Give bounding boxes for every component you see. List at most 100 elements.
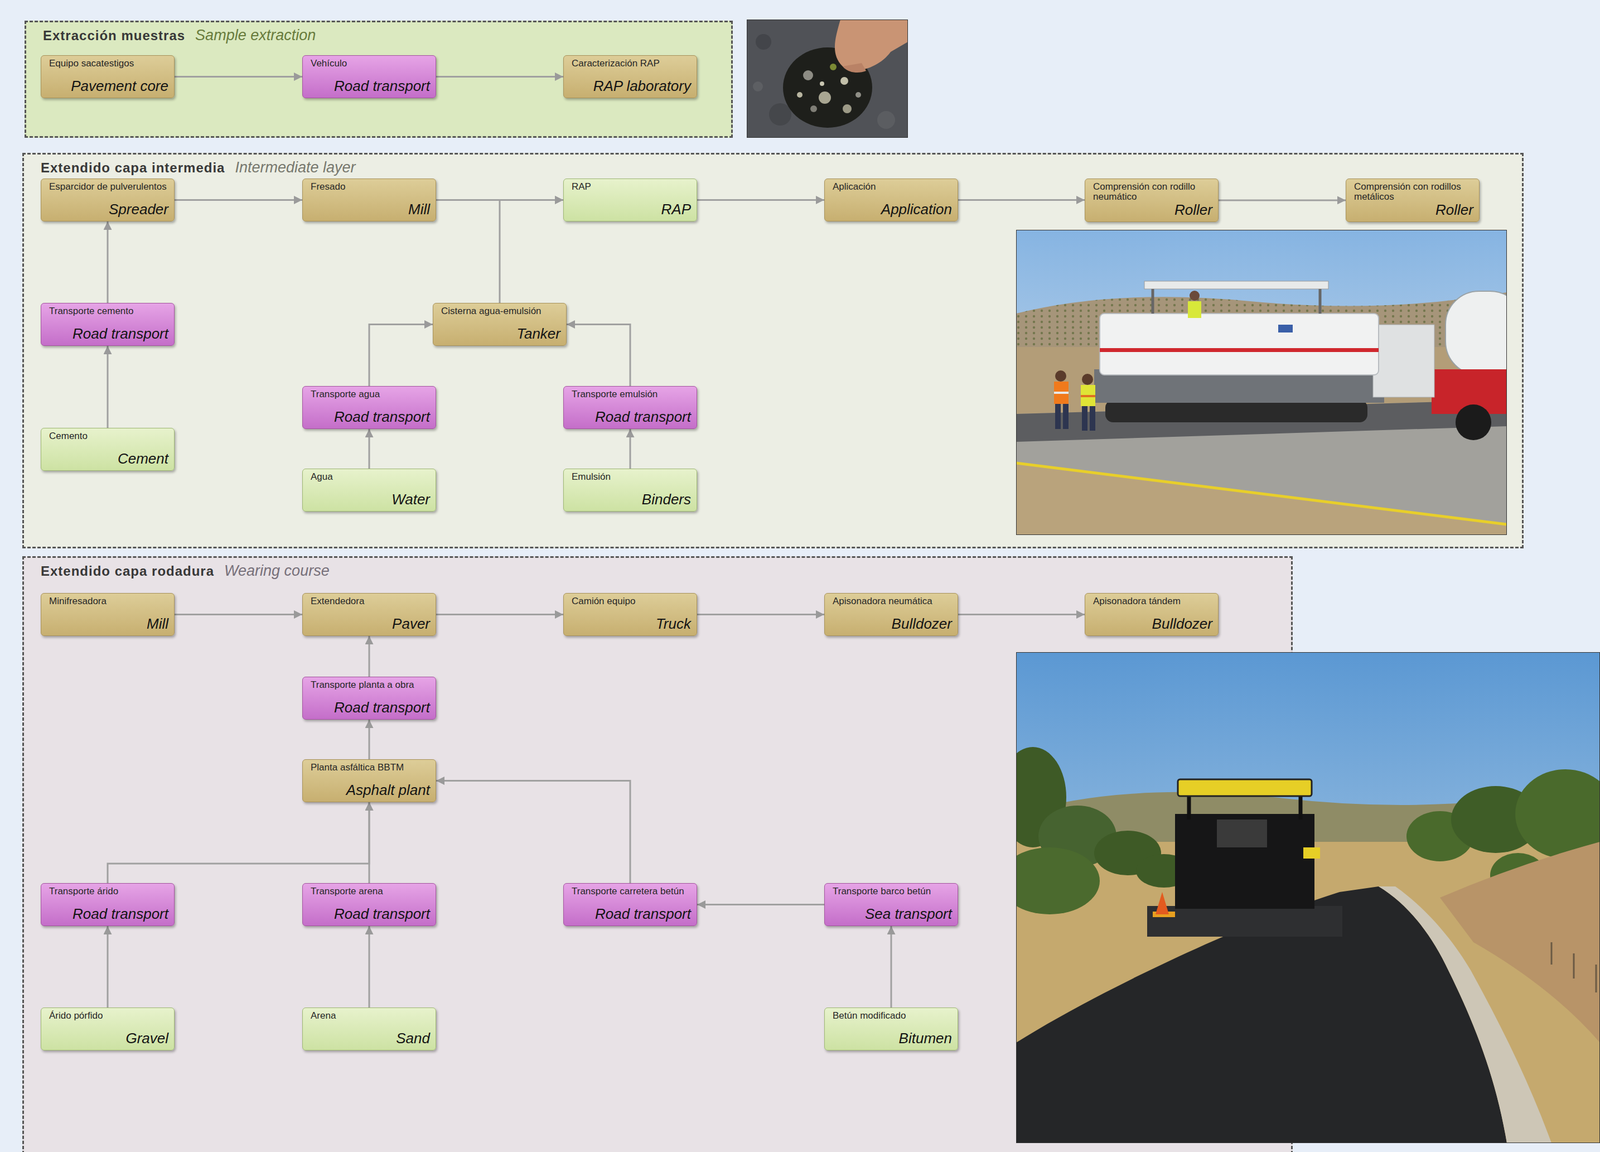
paver-road-photo (1016, 652, 1600, 1143)
component-label: Esparcidor de pulverulentos (49, 181, 169, 192)
material-box: Árido pórfidoGravel (40, 1007, 175, 1051)
recycler-machine-photo (1445, 291, 1507, 375)
equipment-box: Planta asfáltica BBTMAsphalt plant (302, 759, 437, 802)
recycler-machine-photo (1080, 384, 1096, 406)
paver-road-photo (1177, 779, 1312, 796)
recycler-machine-photo (1373, 324, 1435, 398)
equipment-box: FresadoMill (302, 178, 437, 222)
core-sample-photo (840, 76, 849, 85)
component-name: Road transport (571, 905, 691, 922)
recycler-machine-photo (1062, 403, 1069, 429)
component-label: Comprensión con rodillos metálicos (1354, 181, 1474, 202)
paver-road-photo (1016, 847, 1100, 915)
component-label: Apisonadora tándem (1093, 596, 1213, 607)
core-sample-photo (877, 110, 896, 129)
component-label: Vehículo (310, 58, 430, 69)
component-name: Gravel (49, 1030, 169, 1047)
equipment-box: Comprensión con rodillos metálicosRoller (1345, 178, 1480, 222)
recycler-machine-photo (1089, 405, 1096, 431)
recycler-machine-photo (1016, 230, 1507, 535)
recycler-machine-photo (1099, 347, 1379, 352)
recycler-machine-photo (1055, 403, 1061, 429)
recycler-machine-photo (1105, 399, 1368, 423)
recycler-machine-photo (1055, 370, 1067, 382)
recycler-machine-photo (1016, 462, 1507, 525)
component-label: Aplicación (832, 181, 952, 192)
paver-road-photo (1378, 886, 1552, 1143)
core-sample-photo (810, 105, 818, 113)
component-name: Road transport (310, 78, 430, 95)
component-label: Árido pórfido (49, 1010, 169, 1021)
core-sample-photo (796, 92, 803, 98)
core-sample-photo (746, 19, 908, 138)
core-sample-photo (819, 81, 825, 86)
component-label: Transporte barco betún (832, 886, 952, 897)
component-name: Paver (310, 615, 430, 632)
core-sample-photo (842, 63, 867, 73)
component-name: Road transport (49, 325, 169, 342)
group-heading: Extendido capa intermediaIntermediate la… (40, 158, 356, 177)
core-sample-photo (842, 104, 852, 114)
core-sample-photo (746, 19, 908, 138)
recycler-machine-photo (1187, 301, 1202, 318)
core-sample-photo (752, 81, 763, 92)
recycler-machine-photo (1080, 394, 1096, 398)
equipment-box: MinifresadoraMill (40, 592, 175, 636)
recycler-machine-photo (1099, 313, 1379, 375)
component-label: Camión equipo (571, 596, 691, 607)
component-name: Bulldozer (832, 615, 952, 632)
component-label: Transporte emulsión (571, 389, 691, 400)
component-name: Sand (310, 1030, 430, 1047)
component-name: Road transport (310, 905, 430, 922)
transport-box: Transporte arenaRoad transport (302, 882, 437, 926)
component-label: Emulsión (571, 471, 691, 482)
component-label: Minifresadora (49, 596, 169, 607)
paver-road-photo (1515, 769, 1600, 859)
component-name: Road transport (49, 905, 169, 922)
paver-road-photo (1147, 905, 1343, 937)
paver-road-photo (1175, 813, 1315, 909)
core-sample-photo (769, 103, 792, 126)
paver-road-photo (1155, 891, 1169, 915)
group-heading: Extracción muestrasSample extraction (42, 26, 316, 45)
group-subtitle: Wearing course (224, 562, 330, 580)
recycler-machine-photo (1455, 404, 1492, 441)
component-name: RAP laboratory (571, 78, 691, 95)
core-sample-photo (855, 92, 862, 98)
material-box: CementoCement (40, 427, 175, 471)
paver-road-photo (1016, 651, 1600, 1143)
component-label: Transporte arena (310, 886, 430, 897)
paver-road-photo (1550, 941, 1553, 965)
paver-road-photo (1595, 964, 1598, 993)
component-name: RAP (571, 201, 691, 218)
paver-road-photo (1298, 794, 1303, 820)
transport-box: Transporte áridoRoad transport (40, 882, 175, 926)
group-subtitle: Sample extraction (195, 26, 316, 45)
core-sample-photo (829, 63, 837, 71)
equipment-box: ExtendedoraPaver (302, 592, 437, 636)
recycler-machine-photo (1016, 229, 1507, 535)
component-name: Road transport (310, 699, 430, 716)
recycler-machine-photo (1016, 399, 1507, 535)
component-name: Bitumen (832, 1030, 952, 1047)
equipment-box: Camión equipoTruck (563, 592, 698, 636)
component-label: Agua (310, 471, 430, 482)
component-name: Road transport (571, 408, 691, 425)
component-name: Bulldozer (1093, 615, 1213, 632)
recycler-machine-photo (1016, 229, 1507, 535)
component-label: Extendedora (310, 596, 430, 607)
paver-road-photo (1187, 794, 1192, 820)
equipment-box: Esparcidor de pulverulentosSpreader (40, 178, 175, 222)
component-label: Cisterna agua-emulsión (441, 306, 561, 317)
component-name: Roller (1354, 201, 1474, 219)
component-label: Arena (310, 1010, 430, 1021)
material-box: AguaWater (302, 468, 437, 512)
component-name: Mill (49, 615, 169, 632)
core-sample-photo (747, 20, 908, 138)
transport-box: Transporte cementoRoad transport (40, 302, 175, 346)
component-label: Equipo sacatestigos (49, 58, 169, 69)
core-sample-photo (818, 91, 831, 104)
component-name: Road transport (310, 408, 430, 425)
component-name: Spreader (49, 201, 169, 218)
equipment-box: Comprensión con rodillo neumáticoRoller (1084, 178, 1219, 222)
